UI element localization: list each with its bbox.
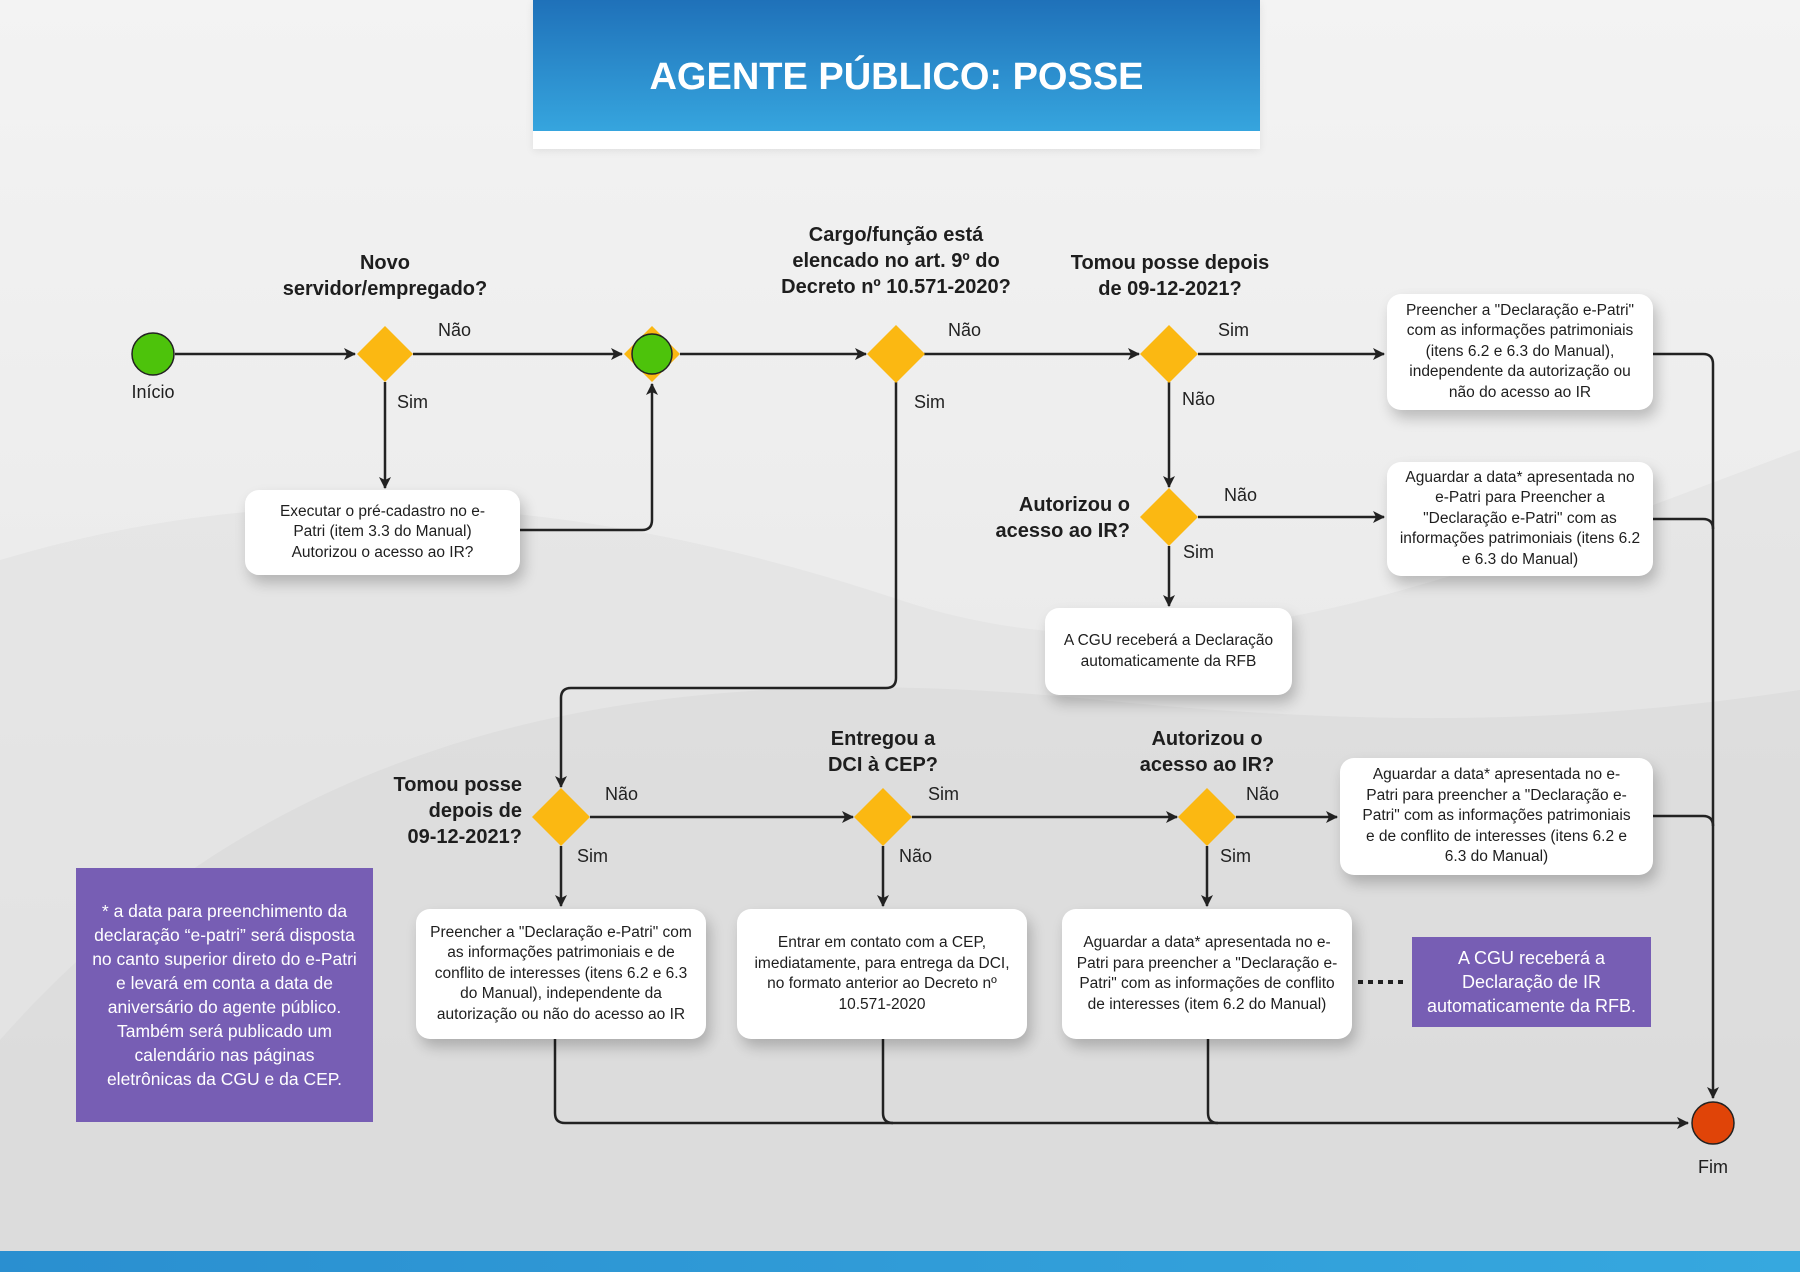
process-box-preencher-top: Preencher a "Declaração e-Patri" com as …: [1387, 294, 1653, 410]
branch-label-nao: Não: [605, 784, 639, 804]
footnote-box: * a data para preenchimento da declaraçã…: [76, 868, 373, 1122]
connector-b3-to-bottom: [1206, 1039, 1219, 1125]
process-box-aguardar-right: Aguardar a data* apresentada no e-Patri …: [1340, 758, 1653, 875]
process-box-aguardar-top: Aguardar a data* apresentada no e-Patri …: [1387, 462, 1653, 576]
decision-posse-depois-bottom: [532, 788, 590, 846]
branch-label-sim: Sim: [1183, 542, 1214, 562]
connector-r3-to-end: [1653, 814, 1715, 827]
question-line: acesso ao IR?: [995, 520, 1130, 542]
question-autorizou-bottom: Autorizou o acesso ao IR?: [1140, 726, 1275, 778]
process-box-aguardar-bottom: Aguardar a data* apresentada no e-Patri …: [1062, 909, 1352, 1039]
question-line: de 09-12-2021?: [1098, 278, 1242, 300]
question-posse-depois-top: Tomou posse depois de 09-12-2021?: [1071, 250, 1270, 302]
question-line: 09-12-2021?: [407, 826, 522, 848]
branch-label-nao: Não: [899, 846, 933, 866]
question-posse-depois-bottom: Tomou posse depois de 09-12-2021?: [393, 772, 522, 850]
process-box-entrar-contato: Entrar em contato com a CEP, imediatamen…: [737, 909, 1027, 1039]
decision-autorizou-bottom: [1178, 788, 1236, 846]
cgu-ir-note: A CGU receberá a Declaração de IR automa…: [1412, 937, 1651, 1027]
question-novo-servidor: Novo servidor/empregado?: [283, 250, 488, 302]
question-line: Tomou posse: [393, 774, 522, 796]
footer-bar: [0, 1251, 1800, 1272]
process-box-preencher-bottom: Preencher a "Declaração e-Patri" com as …: [416, 909, 706, 1039]
question-line: acesso ao IR?: [1139, 754, 1275, 776]
question-line: Autorizou o: [1151, 728, 1263, 750]
branch-label-sim: Sim: [914, 392, 945, 412]
question-line: elencado no art. 9º do: [792, 250, 1000, 272]
branch-label-sim: Sim: [928, 784, 959, 804]
question-line: Cargo/função está: [808, 224, 984, 246]
question-line: Tomou posse depois: [1070, 252, 1270, 274]
branch-label-nao: Não: [1246, 784, 1280, 804]
process-box-pre-cadastro: Executar o pré-cadastro no e-Patri (item…: [245, 490, 520, 575]
branch-label-nao: Não: [438, 320, 472, 340]
decision-entregou-dci: [854, 788, 912, 846]
start-node: [131, 332, 175, 376]
question-line: Novo: [359, 252, 410, 274]
decision-novo-servidor: [357, 326, 413, 382]
branch-label-sim: Sim: [1220, 846, 1251, 866]
branch-label-sim: Sim: [397, 392, 428, 412]
decision-posse-depois-top: [1140, 325, 1198, 383]
connector-cargo-sim: [555, 382, 898, 788]
header-blue-band: AGENTE PÚBLICO: POSSE: [533, 0, 1260, 131]
branch-label-sim: Sim: [577, 846, 608, 866]
connector-b2-to-bottom: [881, 1039, 894, 1125]
header-banner: AGENTE PÚBLICO: POSSE: [533, 0, 1260, 149]
branch-label-nao: Não: [1182, 389, 1216, 409]
question-autorizou-top: Autorizou o acesso ao IR?: [995, 492, 1130, 544]
page-title: AGENTE PÚBLICO: POSSE: [649, 56, 1144, 98]
branch-label-sim: Sim: [1218, 320, 1249, 340]
question-line: Autorizou o: [1018, 494, 1130, 516]
question-line: servidor/empregado?: [282, 278, 488, 300]
connector-r2-to-end: [1653, 517, 1715, 530]
question-line: DCI à CEP?: [827, 754, 939, 776]
decision-cargo-funcao: [867, 325, 925, 383]
question-cargo-funcao: Cargo/função está elencado no art. 9º do…: [781, 222, 1011, 300]
end-node: [1691, 1101, 1735, 1145]
merge-node: [631, 333, 673, 375]
process-box-cgu-recebera: A CGU receberá a Declaração automaticame…: [1045, 608, 1292, 695]
question-line: depois de: [428, 800, 522, 822]
connector-bottom-to-end: [553, 1039, 1689, 1129]
question-entregou-dci: Entregou a DCI à CEP?: [828, 726, 938, 778]
question-line: Entregou a: [830, 728, 936, 750]
end-label: Fim: [1698, 1157, 1728, 1177]
question-line: Decreto nº 10.571-2020?: [781, 276, 1011, 298]
branch-label-nao: Não: [1224, 485, 1258, 505]
connector-tr-to-end: [1653, 352, 1719, 1099]
decision-autorizou-top: [1140, 488, 1198, 546]
branch-label-nao: Não: [948, 320, 982, 340]
connector-precadastro-to-merge: [520, 383, 658, 532]
start-label: Início: [131, 382, 175, 402]
